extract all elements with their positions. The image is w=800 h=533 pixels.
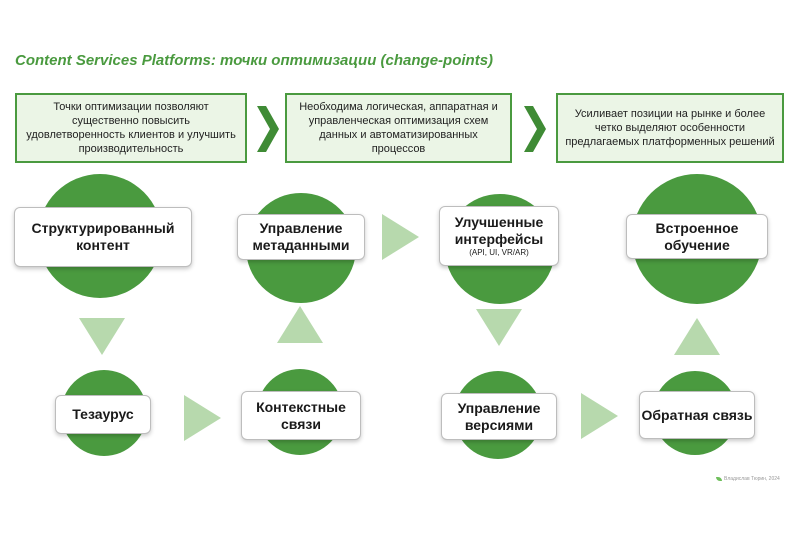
node-context-links: Контекстные связи (241, 391, 361, 440)
node-feedback: Обратная связь (639, 391, 755, 439)
node-label: Управление метаданными (252, 220, 350, 253)
node-versions: Управление версиями (441, 393, 557, 440)
leaf-icon (716, 477, 722, 481)
statement-box-1: Точки оптимизации позволяют существенно … (15, 93, 247, 163)
statement-box-2-text: Необходима логическая, аппаратная и упра… (299, 101, 498, 155)
node-sublabel: (API, UI, VR/AR) (469, 248, 529, 257)
triangle-arrow-icon (277, 306, 323, 343)
node-label: Контекстные связи (256, 398, 346, 432)
triangle-arrow-icon (79, 318, 125, 355)
node-label: Управление версиями (457, 399, 541, 433)
node-label: Встроенное обучение (655, 219, 739, 253)
chevron-right-icon (257, 106, 279, 152)
triangle-arrow-icon (184, 395, 221, 441)
statement-box-3-text: Усиливает позиции на рынке и более четко… (565, 108, 775, 148)
statement-box-3: Усиливает позиции на рынке и более четко… (556, 93, 784, 163)
node-label: Обратная связь (641, 406, 753, 423)
node-metadata: Управление метаданными (237, 214, 365, 260)
author-credit: Владислав Тюрин, 2024 (716, 476, 780, 482)
page-title: Content Services Platforms: точки оптими… (15, 52, 494, 69)
node-learning: Встроенное обучение (626, 214, 768, 259)
node-thesaurus: Тезаурус (55, 395, 151, 434)
chevron-right-icon (524, 106, 546, 152)
node-label: Тезаурус (72, 406, 134, 422)
author-credit-text: Владислав Тюрин, 2024 (724, 476, 780, 482)
triangle-arrow-icon (476, 309, 522, 346)
triangle-arrow-icon (581, 393, 618, 439)
statement-box-1-text: Точки оптимизации позволяют существенно … (26, 101, 236, 155)
node-label: Структурированный контент (31, 220, 175, 253)
statement-box-2: Необходима логическая, аппаратная и упра… (285, 93, 512, 163)
triangle-arrow-icon (674, 318, 720, 355)
node-interfaces: Улучшенные интерфейсы (API, UI, VR/AR) (439, 206, 559, 266)
triangle-arrow-icon (382, 214, 419, 260)
node-structured-content: Структурированный контент (14, 207, 192, 267)
node-label: Улучшенные интерфейсы (454, 214, 544, 247)
